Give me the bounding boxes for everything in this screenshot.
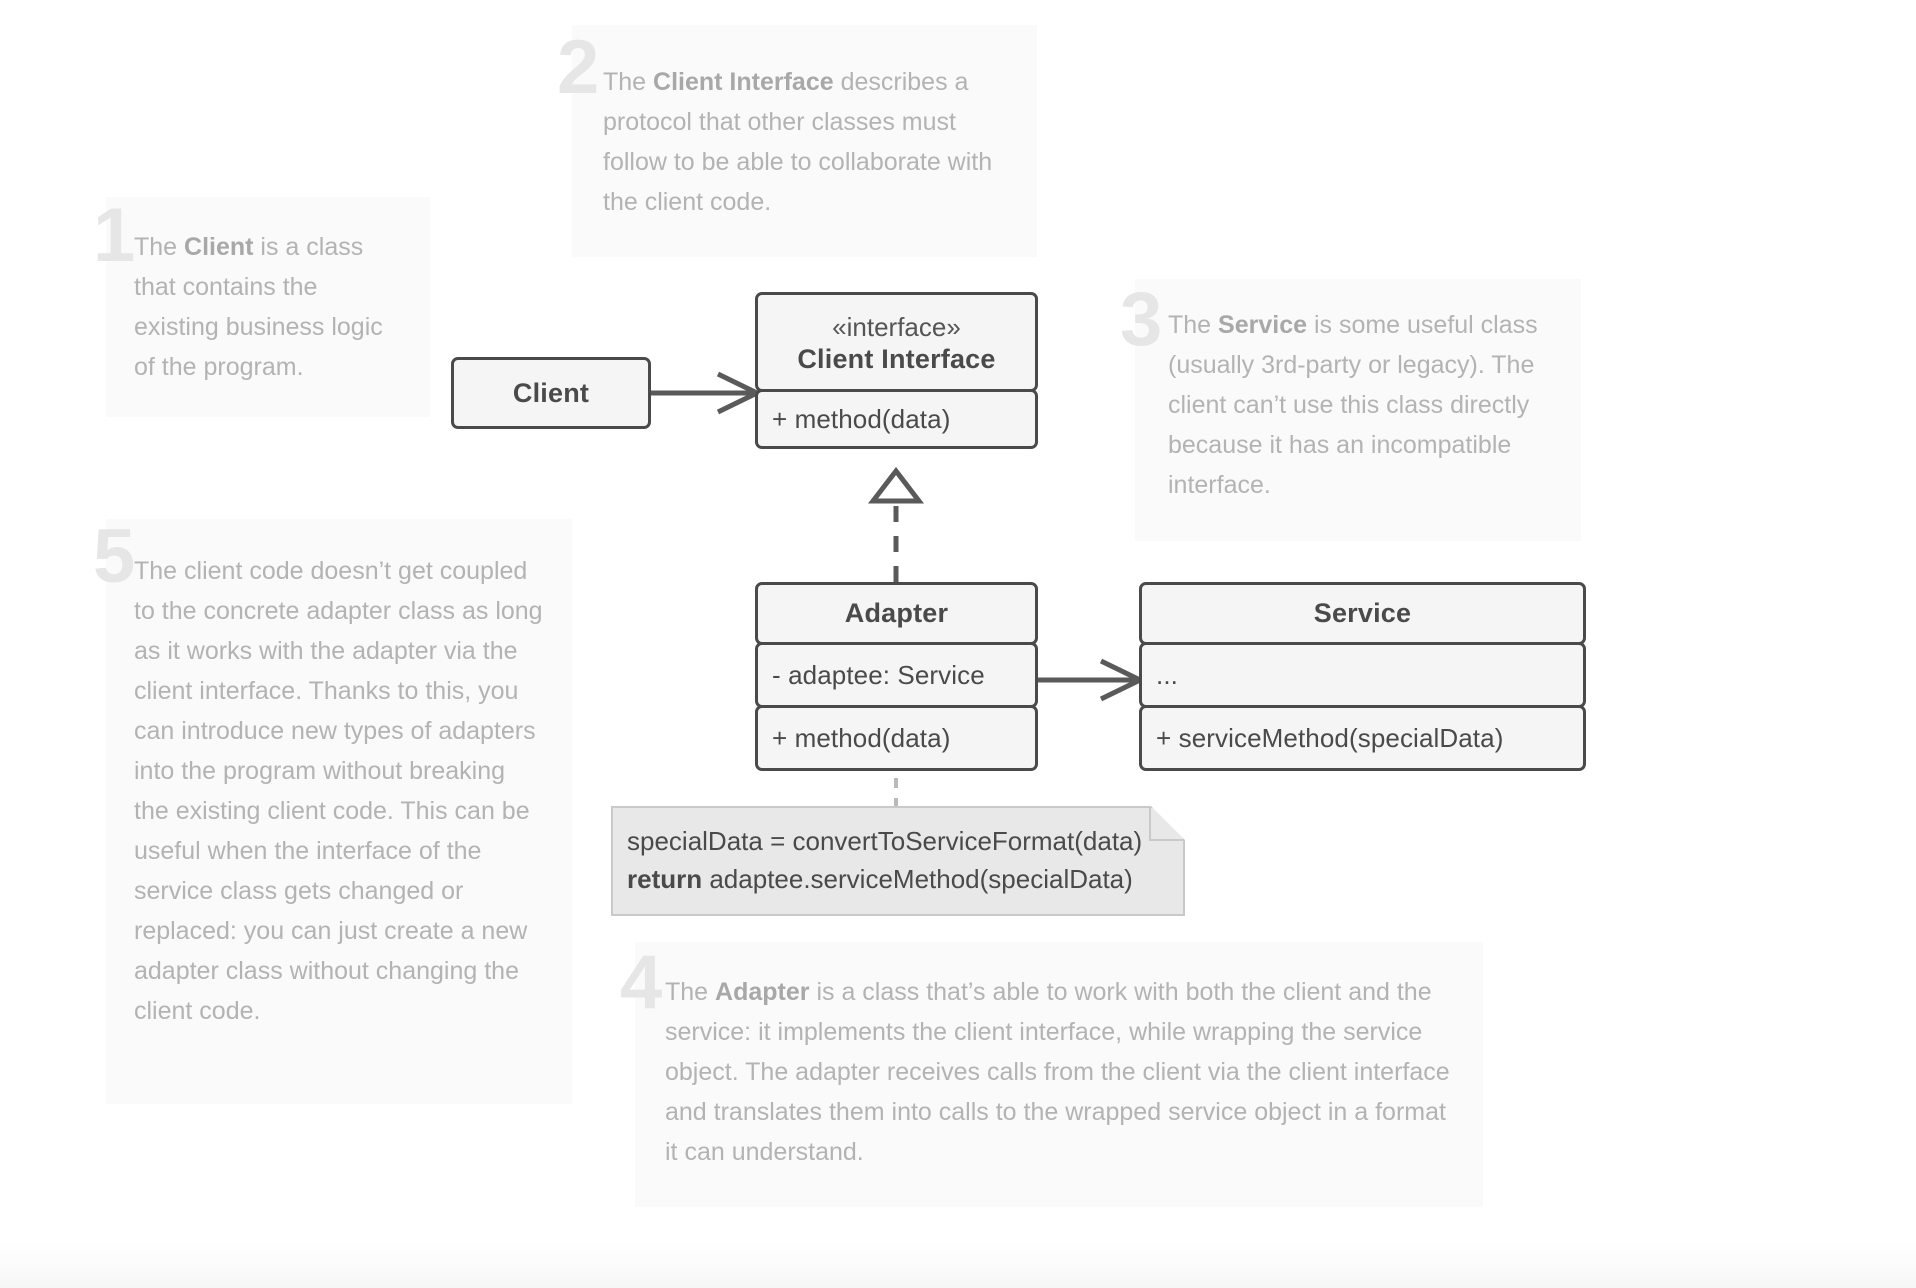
code-note-line1-text: specialData = convertToServiceFormat(dat…	[627, 826, 1143, 856]
annotation-3-rest: is some useful class (usually 3rd-party …	[1168, 311, 1538, 499]
note-fold-corner-icon	[1151, 806, 1185, 840]
annotation-block-2	[572, 25, 1037, 257]
class-box-service[interactable]: Service ... + serviceMethod(specialData)	[1139, 582, 1586, 771]
member-service-ellipsis: ...	[1156, 659, 1178, 690]
annotation-text-3: The Service is some useful class (usuall…	[1168, 305, 1560, 505]
class-adapter-title-compartment: Adapter	[755, 582, 1038, 645]
member-method-data: + method(data)	[772, 403, 951, 434]
note-fold-line-icon	[1149, 806, 1183, 841]
annotation-text-5: The client code doesn’t get coupled to t…	[134, 551, 544, 1031]
code-note-callout: specialData = convertToServiceFormat(dat…	[611, 806, 1185, 916]
annotation-2-rest: describes a protocol that other classes …	[603, 68, 993, 216]
code-note-keyword-return: return	[627, 864, 703, 894]
arrowhead-hollow-triangle	[867, 466, 925, 504]
class-adapter-method-row: + method(data)	[755, 705, 1038, 771]
annotation-block-5	[106, 519, 572, 1104]
annotation-1-lead: The	[134, 233, 185, 261]
annotation-number-1: 1	[93, 193, 135, 278]
class-box-adapter[interactable]: Adapter - adaptee: Service + method(data…	[755, 582, 1038, 771]
annotation-3-bold: Service	[1218, 311, 1307, 339]
class-service-method-row: + serviceMethod(specialData)	[1139, 705, 1586, 771]
annotation-number-2: 2	[557, 25, 599, 110]
class-client-interface-method-row: + method(data)	[755, 389, 1038, 449]
code-note-line-1: specialData = convertToServiceFormat(dat…	[627, 822, 1165, 860]
annotation-block-3	[1135, 279, 1581, 541]
annotation-number-5: 5	[93, 514, 135, 599]
annotation-block-4	[635, 942, 1483, 1207]
annotation-number-3: 3	[1120, 277, 1162, 362]
class-client-name: Client	[512, 377, 590, 408]
annotation-text-2: The Client Interface describes a protoco…	[603, 62, 1003, 222]
class-adapter-field-row: - adaptee: Service	[755, 642, 1038, 708]
class-service-title-compartment: Service	[1139, 582, 1586, 645]
class-box-client-interface[interactable]: «interface» Client Interface + method(da…	[755, 292, 1038, 449]
annotation-5-rest: The client code doesn’t get coupled to t…	[134, 557, 543, 1025]
annotation-2-bold: Client Interface	[653, 68, 834, 96]
class-service-ellipsis-row: ...	[1139, 642, 1586, 708]
arrowhead-open-service	[1099, 658, 1146, 702]
class-service-name: Service	[1313, 598, 1412, 628]
class-client-interface-name: Client Interface	[797, 343, 996, 374]
annotation-4-bold: Adapter	[715, 978, 810, 1006]
page-bottom-strip	[0, 1240, 1916, 1288]
member-service-method: + serviceMethod(specialData)	[1156, 722, 1504, 753]
annotation-4-lead: The	[665, 978, 716, 1006]
class-adapter-name: Adapter	[844, 598, 949, 628]
annotation-3-lead: The	[1168, 311, 1219, 339]
annotation-text-1: The Client is a class that contains the …	[134, 227, 396, 387]
annotation-2-lead: The	[603, 68, 654, 96]
class-client-title-compartment: Client	[451, 357, 651, 429]
member-adapter-method: + method(data)	[772, 722, 951, 753]
class-client-interface-stereotype: «interface»	[832, 311, 961, 342]
arrowhead-open-client	[716, 371, 763, 415]
annotation-text-4: The Adapter is a class that’s able to wo…	[665, 972, 1465, 1172]
annotation-4-rest: is a class that’s able to work with both…	[665, 978, 1450, 1166]
annotation-number-4: 4	[620, 940, 662, 1025]
code-note-line2-text: adaptee.serviceMethod(specialData)	[702, 864, 1133, 894]
annotation-block-1	[106, 197, 430, 417]
class-client-interface-title-compartment: «interface» Client Interface	[755, 292, 1038, 392]
annotation-1-bold: Client	[184, 233, 254, 261]
code-note-line-2: return adaptee.serviceMethod(specialData…	[627, 860, 1165, 898]
class-box-client[interactable]: Client	[451, 357, 651, 429]
annotation-1-rest: is a class that contains the existing bu…	[134, 233, 383, 381]
member-adaptee-field: - adaptee: Service	[772, 659, 985, 690]
